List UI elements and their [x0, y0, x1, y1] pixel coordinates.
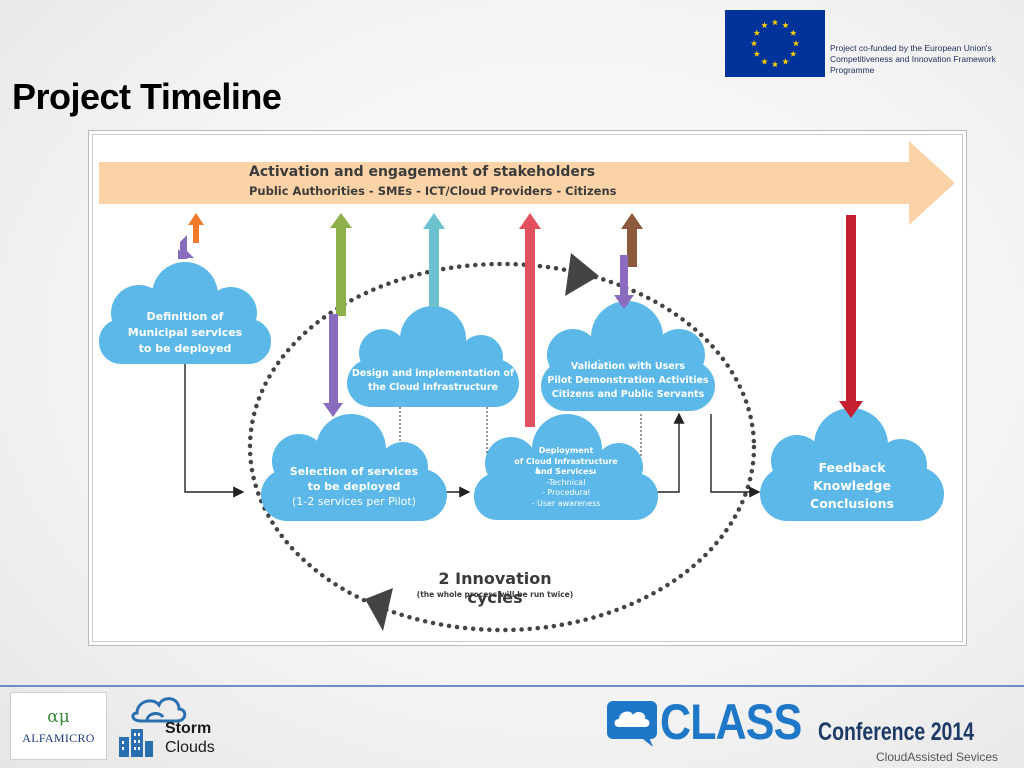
step-definition-line-3: to be deployed: [138, 342, 232, 355]
conference-label: Conference 2014: [818, 718, 975, 746]
eu-star-icon: [753, 50, 761, 57]
step-deployment-line-6: - User awareness: [531, 498, 601, 508]
connector-definition-to-selection: [184, 363, 245, 498]
eu-flag-icon: [725, 10, 825, 77]
step-feedback-text: Feedback Knowledge Conclusions: [760, 459, 944, 513]
step-validation-line-2: Pilot Demonstration Activities: [547, 375, 709, 386]
step-definition-text: Definition of Municipal services to be d…: [99, 309, 271, 357]
step-deployment-line-2: of Cloud Infrastructure: [514, 456, 618, 466]
eu-star-icon: [771, 19, 779, 26]
eu-notice-line-3: Programme: [830, 65, 875, 75]
arrow-brown-up: [621, 213, 643, 267]
eu-star-icon: [750, 40, 758, 47]
cycle-arrowhead-top: [565, 253, 599, 296]
arrow-green-up: [330, 213, 352, 316]
innovation-cycle-ellipse: [247, 261, 757, 633]
cloud-assisted-label: CloudAssisted Sevices: [876, 750, 999, 764]
step-validation-line-3: Citizens and Public Servants: [551, 389, 705, 400]
alfamicro-symbol: αμ: [47, 707, 70, 727]
step-deployment-line-4: -Technical: [546, 477, 586, 487]
cloud-feedback: [760, 408, 944, 521]
diagram-inner-border: [92, 134, 963, 642]
storm-wordmark: Storm: [165, 720, 212, 737]
diagram-canvas: [99, 141, 955, 633]
banner-title: Activation and engagement of stakeholder…: [249, 164, 596, 180]
eu-star-icon: [761, 58, 768, 65]
connector-validation-to-feedback: [710, 414, 761, 498]
step-deployment-line-5: - Procedural: [541, 488, 590, 497]
step-feedback-line-2: Knowledge: [813, 478, 891, 493]
step-validation-line-1: Validation with Users: [570, 361, 686, 372]
cycle-arrowhead-bottom: [365, 588, 393, 631]
connector-deployment-to-validation: [657, 412, 685, 493]
stormclouds-logo-icon: [119, 697, 187, 757]
eu-star-icon: [761, 21, 768, 29]
arrow-red-up: [519, 213, 541, 427]
step-deployment-line-3: and Services:: [535, 467, 597, 476]
arrow-teal-up: [423, 213, 445, 307]
cloud-validation: [541, 301, 715, 411]
eu-star-icon: [782, 21, 789, 29]
step-deployment-line-1: Deployment: [538, 446, 594, 455]
class-wordmark: CLASS: [660, 694, 802, 750]
footer-divider: [0, 685, 1024, 687]
step-validation-text: Validation with Users Pilot Demonstratio…: [541, 360, 715, 402]
step-definition-line-2: Municipal services: [127, 326, 243, 339]
class-cloud-logo-icon: [607, 701, 657, 747]
eu-star-icon: [789, 50, 797, 57]
arrow-purple-down-3: [614, 255, 634, 309]
step-definition-line-1: Definition of: [146, 310, 224, 323]
innovation-cycles-subtitle: (the whole process will be run twice): [416, 590, 574, 599]
eu-funding-notice: Project co-funded by the European Union'…: [830, 43, 1020, 76]
eu-star-icon: [753, 29, 761, 36]
alfamicro-name: ALFAMICRO: [22, 731, 95, 745]
step-selection-line-2: to be deployed: [307, 480, 401, 493]
arrow-purple-down-1: [178, 235, 194, 259]
eu-star-icon: [782, 58, 789, 65]
alfamicro-logo: αμ ALFAMICRO: [10, 692, 107, 760]
eu-star-icon: [792, 40, 800, 47]
step-selection-line-1: Selection of services: [289, 465, 419, 478]
slide-title: Project Timeline: [12, 76, 282, 117]
step-design-line-2: the Cloud Infrastructure: [368, 382, 498, 393]
innovation-cycles-title: 2 Innovation cycles: [438, 569, 552, 607]
stakeholder-banner-arrow: [99, 141, 955, 225]
step-feedback-line-1: Feedback: [818, 460, 886, 475]
cloud-design: [347, 306, 519, 407]
cloud-selection: [261, 414, 447, 521]
step-selection-text: Selection of services to be deployed (1-…: [261, 464, 447, 509]
step-feedback-line-3: Conclusions: [810, 496, 894, 511]
banner-subtitle: Public Authorities - SMEs - ICT/Cloud Pr…: [249, 184, 617, 198]
arrow-crimson-down: [839, 215, 863, 418]
step-design-line-1: Design and implementation of: [351, 368, 515, 379]
arrow-purple-down-2: [323, 314, 343, 417]
eu-notice-line-1: Project co-funded by the European Union'…: [830, 43, 992, 53]
eu-star-icon: [789, 29, 797, 36]
cloud-definition: [99, 262, 271, 364]
project-timeline-diagram: Activation and engagement of stakeholder…: [88, 130, 967, 646]
step-design-text: Design and implementation of the Cloud I…: [347, 367, 519, 395]
arrow-orange-up: [188, 213, 204, 243]
step-selection-line-3: (1-2 services per Pilot): [292, 495, 416, 508]
eu-notice-line-2: Competitiveness and Innovation Framework: [830, 54, 996, 64]
clouds-wordmark: Clouds: [165, 739, 215, 756]
eu-star-icon: [771, 61, 779, 68]
cloud-deployment: [474, 414, 658, 520]
step-deployment-text: Deployment of Cloud Infrastructure and S…: [474, 446, 658, 509]
